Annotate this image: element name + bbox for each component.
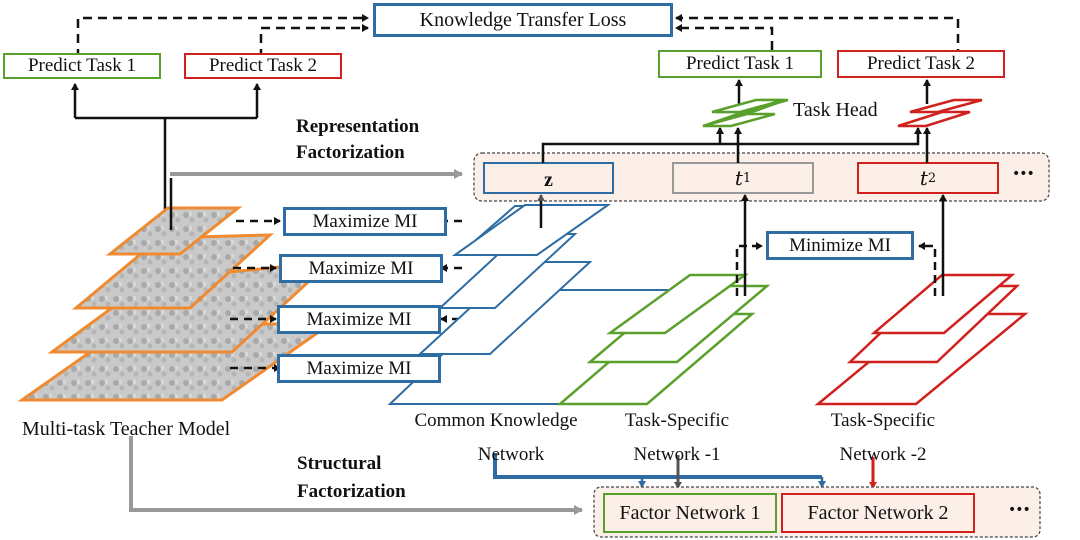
task-head-1	[702, 98, 789, 128]
teacher-predict-task-2: Predict Task 2	[184, 53, 342, 79]
teacher-layer-1	[105, 206, 243, 256]
maximize-mi-box-1: Maximize MI	[283, 207, 447, 236]
teacher-task2-to-loss	[259, 24, 369, 58]
ts2-caption-line2: Network -2	[839, 444, 927, 465]
student-predict-task-1: Predict Task 1	[658, 50, 822, 78]
student-task1-to-loss	[675, 24, 774, 50]
structural-title-line2: Factorization	[297, 481, 406, 502]
knowledge-transfer-loss-box: Knowledge Transfer Loss	[373, 3, 673, 37]
structural-ellipsis: •••	[1008, 502, 1031, 518]
teacher-predict-task-1: Predict Task 1	[3, 53, 161, 79]
task-head-2	[897, 98, 983, 128]
factor-network-2-label: Factor Network 2	[807, 501, 949, 524]
z-box	[483, 162, 614, 194]
t1-superscript: 1	[742, 170, 752, 186]
teacher-model-caption: Multi-task Teacher Model	[22, 418, 231, 440]
head-connectors	[541, 79, 931, 163]
student-predict-task-2: Predict Task 2	[837, 50, 1005, 78]
teacher-feature-maps	[17, 206, 335, 402]
maximize-mi-box-2: Maximize MI	[279, 254, 443, 283]
common-knowledge-network	[387, 204, 703, 405]
structural-factorization-title: Structural Factorization	[297, 450, 406, 506]
task-specific-network-1-caption: Task-Specific Network -1	[612, 404, 742, 472]
student-task2-to-loss	[675, 14, 960, 58]
t2-superscript: 2	[927, 170, 937, 186]
ts1-caption-line1: Task-Specific	[624, 410, 730, 431]
structural-connectors	[493, 453, 822, 479]
representation-title-line2: Factorization	[296, 142, 405, 163]
z-label: z	[544, 168, 553, 191]
common-caption-line1: Common Knowledge	[414, 410, 578, 431]
minimize-mi-box: Minimize MI	[766, 231, 914, 260]
structural-title-line1: Structural	[297, 453, 382, 474]
t1-base: t	[734, 166, 743, 190]
task-specific-network-2	[814, 273, 1029, 406]
common-knowledge-network-caption: Common Knowledge Network	[380, 404, 612, 472]
task-specific-network-1	[556, 273, 771, 406]
factor-network-1-box	[603, 493, 777, 533]
ts2-caption-line1: Task-Specific	[830, 410, 936, 431]
structural-arrow	[129, 436, 583, 515]
representation-title-line1: Representation	[296, 116, 420, 137]
task-specific-network-2-caption: Task-Specific Network -2	[808, 404, 958, 472]
ts1-caption-line2: Network -1	[633, 444, 721, 465]
t1-box	[672, 162, 814, 194]
maximize-mi-box-4: Maximize MI	[277, 354, 441, 383]
factor-network-1-label: Factor Network 1	[619, 501, 761, 524]
representation-ellipsis: •••	[1012, 166, 1035, 182]
maximize-mi-box-3: Maximize MI	[277, 305, 441, 334]
t2-base: t	[919, 166, 928, 190]
factor-network-2-box	[781, 493, 975, 533]
teacher-task1-to-loss	[76, 14, 369, 58]
task-head-label: Task Head	[793, 99, 878, 121]
loss-connectors	[76, 14, 960, 58]
teacher-layer-2	[71, 233, 274, 310]
common-caption-line2: Network	[477, 444, 545, 465]
representation-factorization-title: Representation Factorization	[296, 114, 419, 166]
